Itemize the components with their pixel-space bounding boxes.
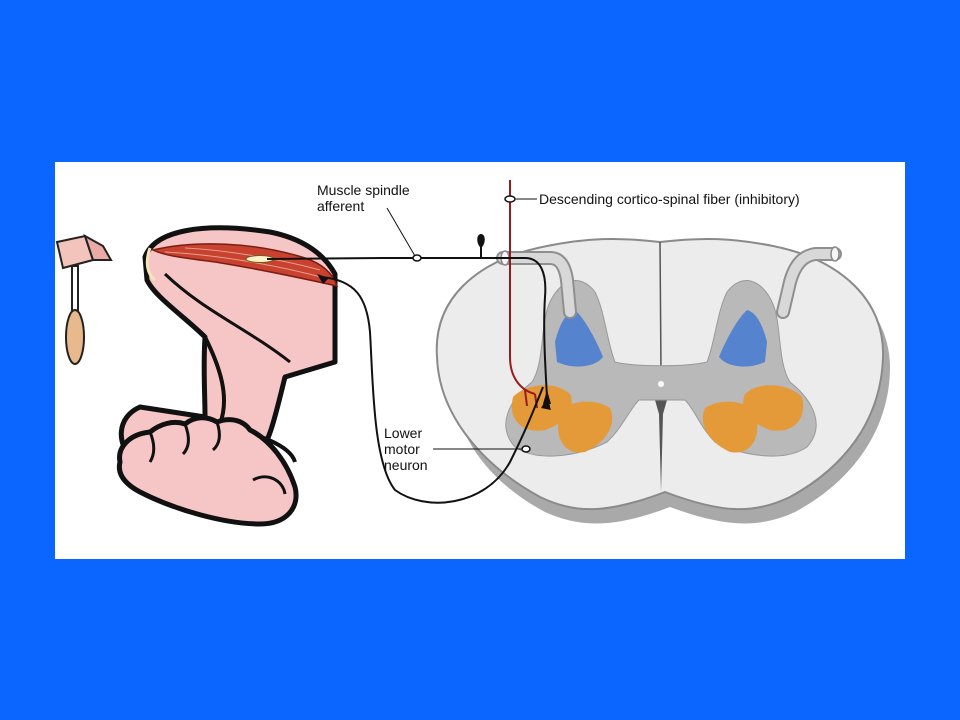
lower-motor-neuron-fiber (320, 276, 544, 504)
ventral-horn-right-lateral (702, 401, 758, 453)
diagram-panel: Muscle spindle afferent Descending corti… (55, 162, 905, 559)
spinal-cord-cross-section (435, 237, 890, 524)
dorsal-root-ganglion-icon (477, 234, 485, 248)
descending-fiber-label: Descending cortico-spinal fiber (inhibit… (539, 191, 800, 207)
dorsal-horn-left (555, 310, 603, 367)
lower-motor-neuron-label: Lower motor neuron (384, 425, 428, 473)
descending-corticospinal-fiber (509, 180, 536, 395)
dorsal-horn-right (719, 310, 767, 367)
ventral-horn-left-lateral (557, 401, 613, 453)
leg-illustration (116, 225, 338, 527)
spindle-afferent-fiber (266, 257, 548, 398)
reflex-hammer-icon (55, 233, 113, 365)
ventral-horn-right-medial (743, 385, 804, 431)
muscle-spindle-afferent-label: Muscle spindle afferent (317, 182, 410, 214)
reflex-diagram (55, 180, 890, 527)
quadriceps-muscle (145, 243, 339, 288)
